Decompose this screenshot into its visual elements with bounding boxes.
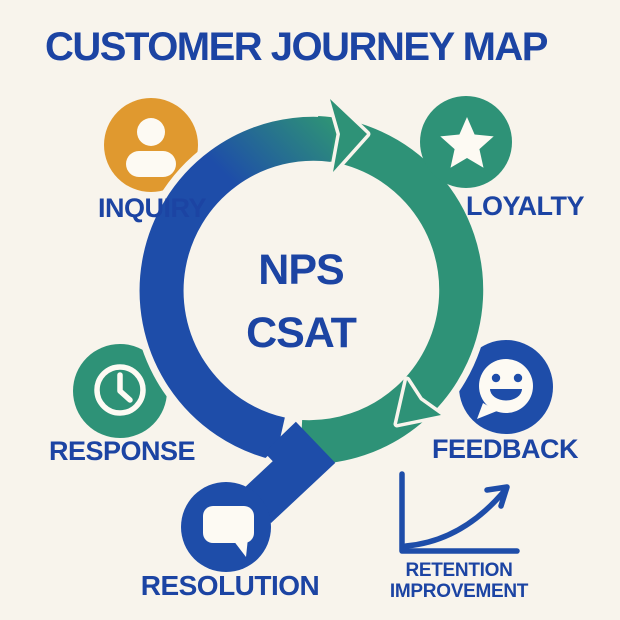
retention-chart-label: RETENTION IMPROVEMENT xyxy=(390,560,528,602)
star-icon xyxy=(440,117,494,168)
stage-label-resolution: RESOLUTION xyxy=(140,570,320,601)
stage-label-inquiry: INQUIRY xyxy=(97,193,207,223)
stage-label-loyalty: LOYALTY xyxy=(465,191,585,221)
cycle-arc-green xyxy=(299,116,484,465)
page-title: CUSTOMER JOURNEY MAP xyxy=(45,25,548,69)
retention-label-line2: IMPROVEMENT xyxy=(389,581,529,602)
person-icon xyxy=(126,118,176,177)
resolution-stem xyxy=(240,421,336,524)
metric-nps: NPS xyxy=(258,246,344,294)
trend-curve xyxy=(403,486,509,549)
stage-label-feedback: FEEDBACK xyxy=(431,434,579,464)
clock-icon xyxy=(94,364,146,416)
cycle-arc-blue xyxy=(139,116,336,461)
trend-arrow-icon xyxy=(484,484,510,509)
retention-chart xyxy=(399,471,520,554)
center-metrics: NPS CSAT xyxy=(246,246,357,357)
speech-bubble-icon xyxy=(203,506,254,557)
chart-axes xyxy=(399,471,520,554)
retention-label-line1: RETENTION xyxy=(405,560,513,581)
bottom-arrowhead-icon xyxy=(393,376,445,428)
smiley-chat-icon xyxy=(477,359,533,419)
stage-label-response: RESPONSE xyxy=(48,436,196,466)
metric-csat: CSAT xyxy=(246,309,357,357)
top-arrowhead-icon xyxy=(326,95,371,176)
